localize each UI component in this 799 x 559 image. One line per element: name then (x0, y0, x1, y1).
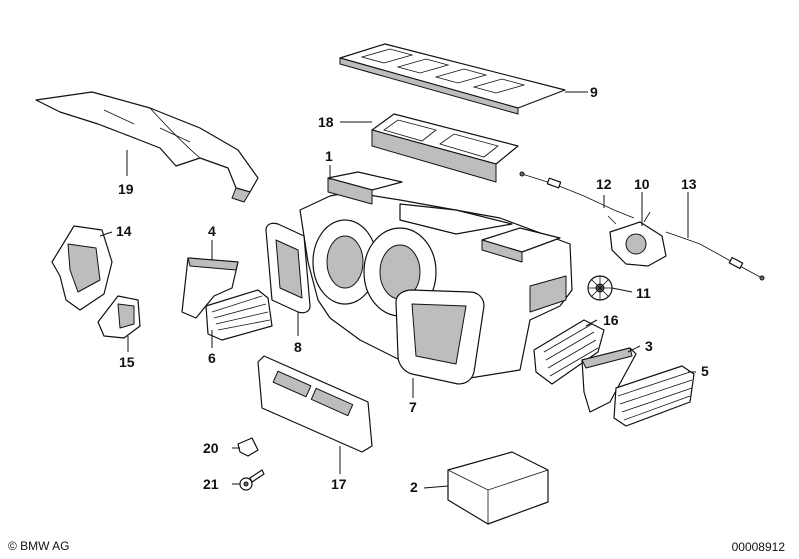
part-2-insulation-block (447, 451, 549, 525)
callout-6: 6 (208, 350, 216, 366)
part-10-actuator (607, 211, 667, 267)
copyright-notice: © BMW AG (8, 539, 70, 553)
callout-1: 1 (325, 148, 333, 164)
callout-11: 11 (636, 285, 651, 301)
part-7-front-frame (395, 289, 485, 385)
part-17-lower-cover (257, 355, 373, 453)
part-11-gear (587, 275, 613, 301)
callout-19: 19 (118, 181, 134, 197)
part-6-bellows (205, 289, 273, 341)
callout-12: 12 (596, 176, 612, 192)
part-18-filter-housing (371, 113, 519, 183)
callout-17: 17 (331, 476, 347, 492)
part-13-cable (665, 231, 765, 281)
part-9-filter-frame (339, 43, 566, 115)
part-20-clip (237, 437, 259, 457)
callout-labels: 9 18 1 19 12 10 13 14 4 11 16 3 6 8 15 5… (116, 84, 709, 495)
callout-9: 9 (590, 84, 598, 100)
callout-3: 3 (645, 338, 653, 354)
part-1-heater-housing (299, 171, 573, 379)
callout-13: 13 (681, 176, 697, 192)
callout-7: 7 (409, 399, 417, 415)
callout-5: 5 (701, 363, 709, 379)
callout-20: 20 (203, 440, 219, 456)
callout-2: 2 (410, 479, 418, 495)
part-8-side-frame (265, 222, 311, 314)
callout-10: 10 (634, 176, 650, 192)
callout-16: 16 (603, 312, 619, 328)
callout-8: 8 (294, 339, 302, 355)
part-16-grille (533, 319, 605, 385)
part-4-duct (181, 257, 239, 319)
part-15-clip (97, 295, 141, 339)
part-21-screw (239, 469, 265, 491)
callout-18: 18 (318, 114, 334, 130)
callout-21: 21 (203, 476, 219, 492)
part-5-bellows (613, 365, 695, 427)
callout-14: 14 (116, 223, 132, 239)
document-number: 00008912 (731, 540, 785, 554)
part-12-cable (519, 171, 635, 219)
part-19-air-duct (35, 91, 259, 203)
leader-lines (99, 91, 696, 489)
callout-4: 4 (208, 223, 216, 239)
callout-15: 15 (119, 354, 135, 370)
part-14-bracket (51, 225, 113, 311)
